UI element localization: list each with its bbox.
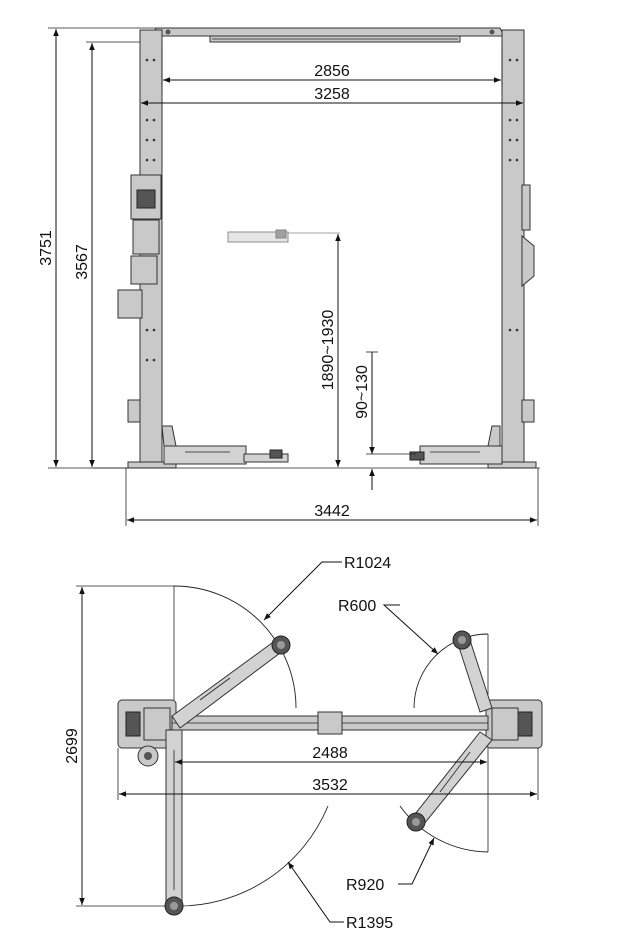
left-lift-arm [161,425,289,465]
elevation-dimensions [48,27,540,526]
left-base [117,699,177,767]
dim-plan-inner-span: 2488 [312,745,348,762]
dim-outer-width: 3258 [314,86,350,103]
dim-radius-1395: R1395 [346,915,393,932]
top-plan-view: R1024 R600 R920 R1395 2699 2488 3532 [64,555,543,932]
dim-plan-overall-width: 3532 [312,777,348,794]
swing-arcs [173,585,489,907]
raised-arm-ghost [227,229,340,243]
plan-crossbeam [171,711,489,735]
dim-radius-920: R920 [346,877,384,894]
right-lift-arm [409,425,503,465]
right-base [485,699,543,749]
plan-arm-upper-left [171,635,291,729]
radius-leaders [263,561,439,923]
plan-arm-lower-left [164,729,184,916]
dim-radius-600: R600 [338,598,376,615]
dim-total-height: 3751 [38,230,55,266]
left-column [117,29,177,469]
dim-pad-height: 90~130 [354,365,371,419]
overhead-beam [151,27,505,43]
dim-inner-width: 2856 [314,63,350,80]
dim-plan-depth: 2699 [64,728,81,764]
dim-radius-1024: R1024 [344,555,391,572]
dim-lift-height: 1890~1930 [320,310,337,391]
plan-arm-upper-right [452,630,493,713]
front-elevation-view: 2856 3258 3751 3567 1890~1930 90~130 344… [38,27,540,526]
dim-base-width: 3442 [314,503,350,520]
plan-arm-lower-right [406,731,493,832]
right-column [487,29,537,469]
plan-dimensions [76,585,539,907]
dim-column-height: 3567 [74,244,91,280]
